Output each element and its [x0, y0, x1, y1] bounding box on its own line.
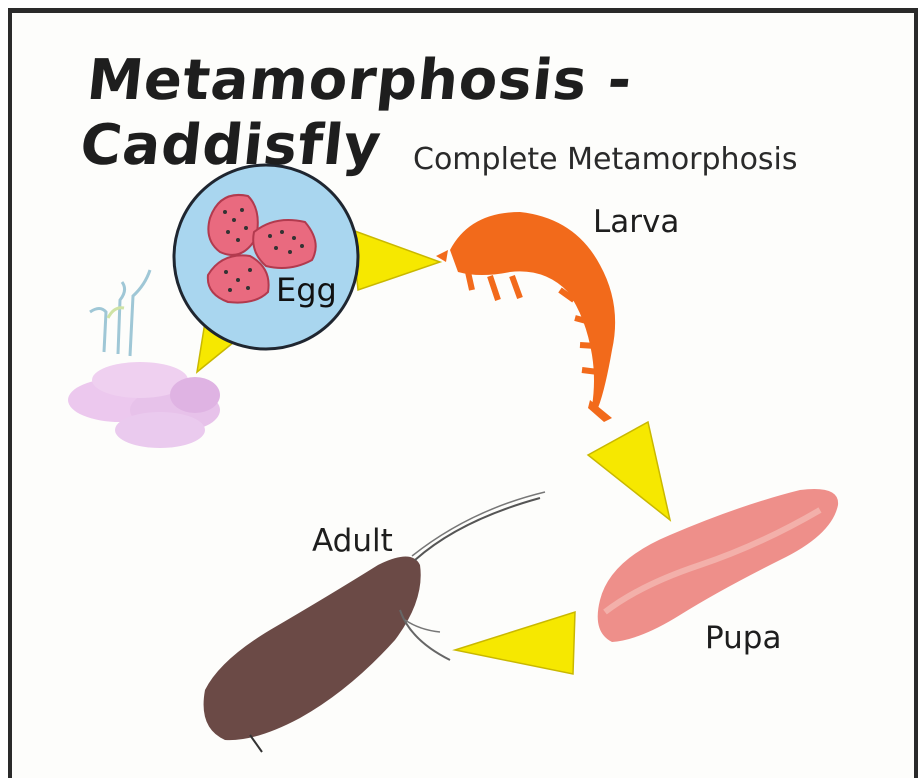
label-larva: Larva [593, 204, 679, 240]
arrow-larva-to-pupa [588, 422, 670, 520]
label-pupa: Pupa [705, 620, 781, 656]
egg-bubble [174, 165, 358, 349]
diagram-subtitle: Complete Metamorphosis [413, 142, 798, 177]
label-adult: Adult [312, 523, 393, 559]
label-egg: Egg [276, 271, 337, 309]
larva-icon [436, 212, 615, 422]
habitat-cloud [68, 362, 220, 448]
plant-sprouts [90, 270, 150, 356]
arrow-egg-to-larva [352, 230, 440, 290]
arrow-pupa-to-adult [455, 612, 575, 674]
